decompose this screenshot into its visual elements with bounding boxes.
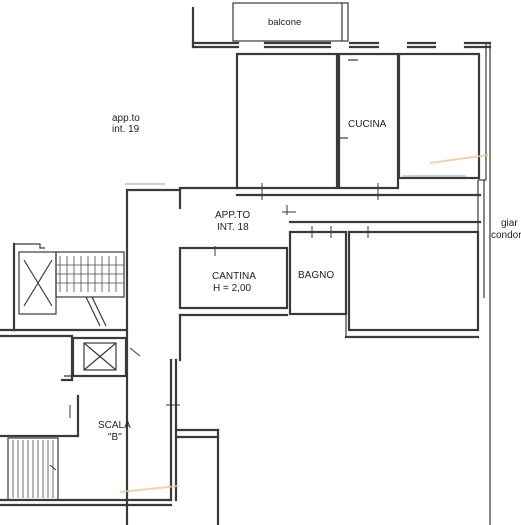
- label-app18-line1: APP.TO: [215, 210, 250, 221]
- balcony: [232, 2, 349, 42]
- label-app18-line2: INT. 18: [217, 222, 249, 233]
- label-scala-line1: SCALA: [98, 420, 131, 431]
- door-marks: [49, 183, 379, 471]
- label-app19-line1: app.to: [112, 113, 140, 124]
- outer-walls: [191, 6, 492, 525]
- label-bagno: BAGNO: [298, 270, 334, 281]
- label-cantina-line1: CANTINA: [212, 271, 256, 282]
- staircase-a: [0, 242, 129, 382]
- watermark-marks: [119, 154, 489, 493]
- label-scala-line2: "B": [108, 432, 122, 443]
- label-app19-line2: int. 19: [112, 124, 140, 135]
- room-walls: [125, 52, 486, 525]
- label-edge-line2: condor: [491, 230, 521, 241]
- staircase-b: [0, 394, 173, 507]
- label-edge-line1: giar: [501, 218, 518, 229]
- label-cucina: CUCINA: [348, 119, 387, 130]
- label-balcone: balcone: [268, 17, 301, 28]
- label-cantina-line2: H = 2,00: [213, 283, 252, 294]
